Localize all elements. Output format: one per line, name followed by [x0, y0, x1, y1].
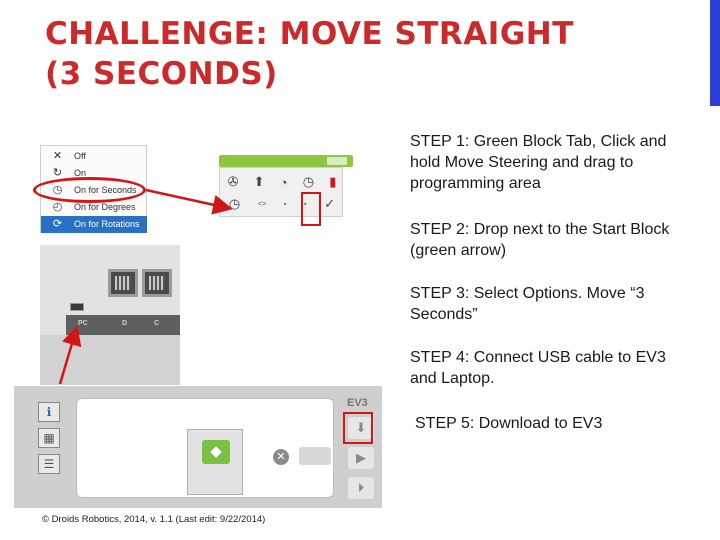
move-steering-block-screenshot: ✇ ⬆ ◔ ◷ ▮ ◷ <> ▪ ▪ ✓: [219, 155, 353, 217]
info-icon: ℹ: [38, 402, 60, 422]
brick-port: [142, 269, 172, 297]
ev3-label: EV3: [347, 397, 368, 409]
slide-title: CHALLENGE: MOVE STRAIGHT (3 SECONDS): [45, 14, 685, 94]
port-label: D: [122, 320, 128, 327]
steering-wheel-icon: ✇: [227, 174, 239, 189]
menu-item-on: ↻ On: [41, 165, 147, 182]
menu-item-on-for-degrees: ◴ On for Degrees: [41, 199, 147, 216]
menu-item-on-for-rotations: ⟳ On for Rotations: [41, 216, 147, 233]
brake-icon: ▮: [329, 174, 337, 189]
timer-icon: ◷: [302, 174, 315, 189]
programming-area-screenshot: ℹ ▦ ☰ ◆ ✕: [14, 386, 382, 508]
degrees-icon: ◴: [52, 201, 63, 213]
block-body: ✇ ⬆ ◔ ◷ ▮ ◷ <> ▪ ▪ ✓: [219, 167, 343, 217]
check-icon: ✓: [324, 196, 336, 211]
port-label-bar: PC D C: [66, 315, 180, 335]
start-block: ◆: [187, 429, 243, 495]
step-5: STEP 5: Download to EV3: [415, 415, 603, 432]
play-icon: ▶: [348, 447, 374, 469]
port-tag: [327, 157, 347, 165]
block-icon-row: ✇ ⬆ ◔ ◷ ▮: [220, 174, 344, 190]
highlight-box-download: [343, 412, 373, 444]
usb-port: [70, 303, 84, 311]
brick-port: [108, 269, 138, 297]
brick-icon: ▦: [38, 428, 60, 448]
accent-bar-blue: [710, 0, 720, 106]
power-value: ▪: [283, 200, 287, 208]
step-4: STEP 4: Connect USB cable to EV3 and Lap…: [410, 349, 666, 387]
gauge-icon: ◔: [279, 174, 288, 190]
rotations-icon: ⟳: [52, 218, 63, 230]
mode-icon: ◷: [228, 196, 241, 211]
step-1: STEP 1: Green Block Tab, Click and hold …: [410, 133, 667, 192]
footer-credit: © Droids Robotics, 2014, v. 1.1 (Last ed…: [42, 514, 266, 525]
step-2: STEP 2: Drop next to the Start Block (gr…: [410, 221, 670, 259]
ev3-brick-photo: PC D C: [40, 245, 180, 385]
menu-item-off: ✕ Off: [41, 148, 147, 165]
brick-body: [40, 335, 180, 385]
seconds-value: ▪: [304, 200, 307, 208]
menu-item-label: Off: [74, 151, 86, 161]
programming-canvas: ◆ ✕: [76, 398, 334, 498]
close-icon: ✕: [52, 150, 63, 162]
port-label: PC: [78, 320, 88, 327]
download-icon: ⬇: [348, 417, 374, 439]
port-label: C: [154, 320, 160, 327]
menu-item-label: On for Rotations: [74, 219, 140, 229]
highlight-ellipse: [33, 177, 146, 203]
close-icon: ✕: [273, 449, 289, 465]
start-icon: ◆: [202, 440, 230, 464]
arrow-to-block: [145, 188, 233, 215]
steering-value: <>: [257, 200, 267, 208]
list-icon: ☰: [38, 454, 60, 474]
ghost-block: [299, 447, 331, 465]
title-line-2: (3 SECONDS): [45, 56, 278, 92]
rotate-icon: ↻: [52, 167, 63, 179]
ev3-download-panel: EV3 ⬇ ▶ ⏵: [342, 395, 382, 510]
arrow-up-icon: ⬆: [253, 174, 265, 189]
title-line-1: CHALLENGE: MOVE STRAIGHT: [45, 16, 574, 52]
run-selected-icon: ⏵: [348, 477, 374, 499]
menu-item-label: On for Degrees: [74, 202, 136, 212]
block-header: [219, 155, 353, 167]
highlight-box: [301, 192, 321, 226]
step-3: STEP 3: Select Options. Move “3 Seconds”: [410, 285, 645, 323]
block-value-row: ◷ <> ▪ ▪ ✓: [220, 196, 344, 212]
accent-bar: [710, 0, 720, 106]
menu-item-label: On: [74, 168, 87, 178]
